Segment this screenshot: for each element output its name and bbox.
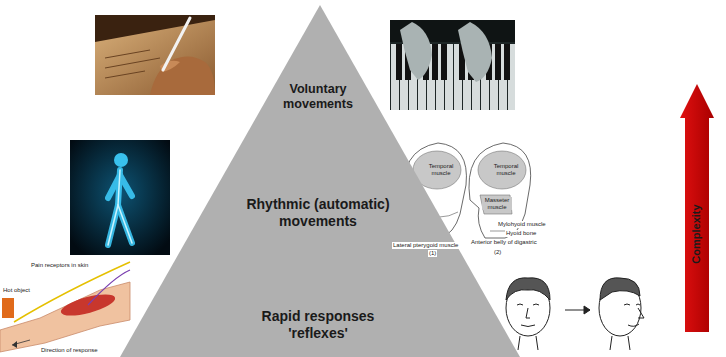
head-turn-sketch-part <box>517 304 539 305</box>
illustration-label: Pain receptors in skin <box>30 262 89 269</box>
walking-figure-part-part <box>118 205 132 243</box>
head-turn-sketch-part <box>628 324 639 326</box>
walking-figure-part <box>108 170 132 245</box>
walking-figure-part-part <box>118 170 120 205</box>
illustration-label: Masseter muscle <box>482 197 512 210</box>
walking-figure-part-part <box>108 205 118 245</box>
reflex-arc-part <box>14 262 130 322</box>
head-turn-sketch-part <box>506 278 550 300</box>
jaw-muscle-sketch-part <box>480 195 512 214</box>
reflex-arc-part <box>2 298 14 318</box>
walking-figure <box>70 140 170 255</box>
head-turn-sketch-part <box>638 308 644 318</box>
writing-photo-part <box>150 56 215 95</box>
axis-label: Complexity <box>690 204 703 263</box>
piano-photo <box>390 20 515 110</box>
level-label: Rapid responses 'reflexes' <box>251 308 386 342</box>
illustration-label: Temporal muscle <box>426 163 456 176</box>
complexity-arrow: Complexity <box>680 84 714 332</box>
walking-figure-part-part <box>120 175 132 196</box>
illustration-label: Hot object <box>2 287 31 294</box>
walking-figure-part <box>108 170 132 245</box>
piano-photo-part-part <box>504 44 510 80</box>
illustration-label: Direction of response <box>40 347 99 354</box>
illustration-label: Hyoid bone <box>505 230 537 237</box>
walking-figure-part-part <box>118 205 132 243</box>
head-turn-sketch-part <box>526 308 530 318</box>
illustration-label: (1) <box>428 250 437 257</box>
illustration-label: Temporal muscle <box>491 163 521 176</box>
reflex-arc-part <box>12 341 17 348</box>
head-turn-sketch-part <box>600 278 640 300</box>
level-label: Voluntary movements <box>262 82 374 112</box>
piano-photo-part <box>458 22 492 82</box>
pyramid-level-shape-outline <box>120 5 520 357</box>
writing-photo <box>95 15 215 95</box>
piano-photo-part-part <box>432 44 438 80</box>
level-label: Rhythmic (automatic) movements <box>231 196 406 230</box>
writing-photo-part <box>95 15 215 95</box>
writing-photo-part <box>163 18 190 70</box>
writing-photo-part <box>105 71 145 78</box>
head-turn-sketch-part <box>584 306 590 314</box>
jaw-muscle-sketch-part <box>478 151 526 189</box>
writing-photo-part <box>105 50 150 58</box>
writing-photo-part <box>105 58 160 68</box>
walking-figure-part <box>70 140 170 255</box>
head-turn-sketch-part <box>521 325 535 327</box>
head-turn-sketch-part <box>624 304 640 305</box>
piano-photo-part <box>400 22 432 80</box>
piano-photo-part <box>390 20 515 110</box>
reflex-arc <box>0 262 130 352</box>
writing-photo-part <box>95 20 215 95</box>
walking-figure-part-part <box>108 205 118 245</box>
piano-photo-part-part <box>441 44 447 80</box>
head-turn-sketch-part <box>610 336 630 350</box>
illustration-label: Mylohyoid muscle <box>497 221 547 228</box>
walking-figure-part <box>114 153 128 167</box>
piano-photo-part-part <box>396 44 402 80</box>
illustration-label: Lateral pterygoid muscle <box>392 242 459 249</box>
reflex-arc-part <box>88 270 130 305</box>
pyramid-level-shape: Voluntary movementsRhythmic (automatic) … <box>120 5 520 357</box>
complexity-arrow-fill <box>680 84 714 332</box>
head-turn-sketch <box>506 278 644 350</box>
piano-photo-part-part <box>495 44 501 80</box>
head-turn-sketch-part <box>518 336 538 350</box>
reflex-arc-part <box>0 282 130 352</box>
illustration-label: (2) <box>493 249 502 256</box>
pyramid-level-shape-fill <box>120 5 520 357</box>
illustration-label: Anterior belly of digastric <box>470 239 538 246</box>
